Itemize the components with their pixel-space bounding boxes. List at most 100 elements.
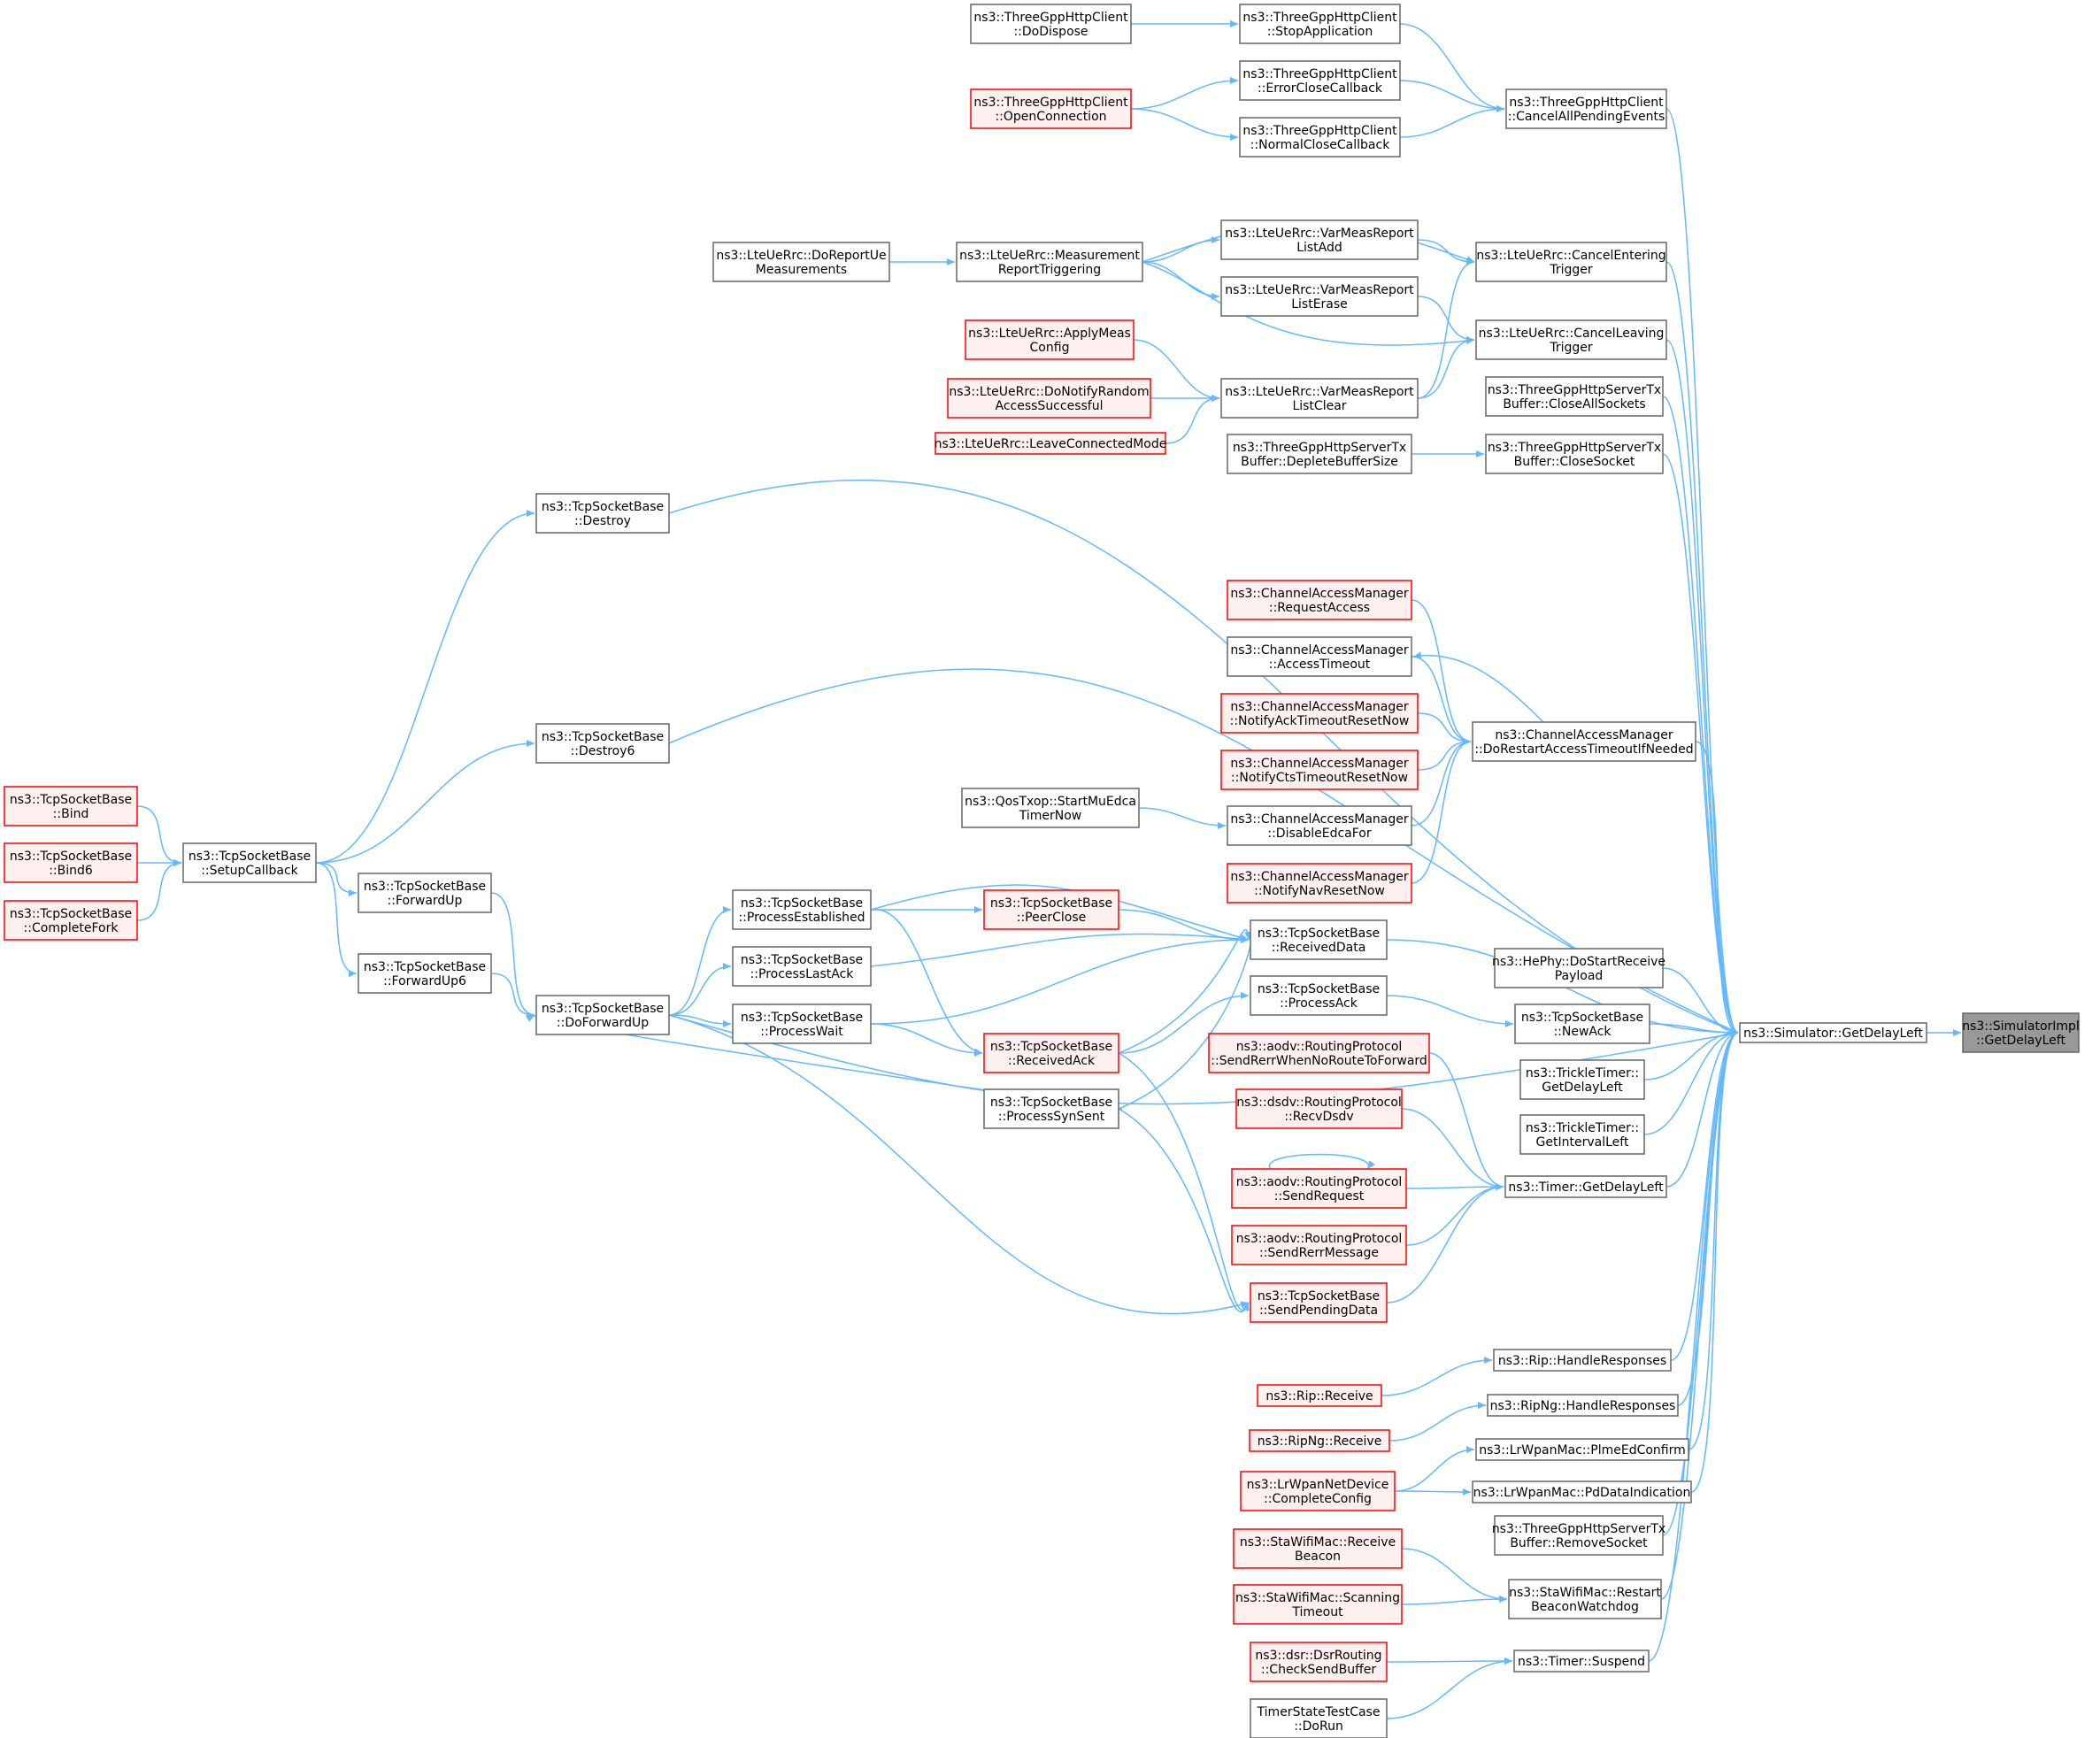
node-box[interactable] [535, 493, 670, 534]
node-box[interactable] [1250, 1642, 1388, 1682]
node-box[interactable] [1250, 919, 1388, 960]
node-box[interactable] [935, 432, 1166, 455]
node-n55[interactable]: ns3::TcpSocketBase::SendPendingData [1250, 1282, 1388, 1323]
node-n36[interactable]: ns3::TcpSocketBase::PeerClose [983, 889, 1119, 930]
node-n06[interactable]: ns3::ThreeGppHttpClient::OpenConnection [970, 88, 1132, 129]
node-box[interactable] [712, 242, 890, 282]
node-n38[interactable]: ns3::TcpSocketBase::ProcessLastAck [732, 946, 872, 987]
node-box[interactable] [1519, 1059, 1645, 1100]
node-n30[interactable]: ns3::ChannelAccessManager::NotifyAckTime… [1220, 693, 1419, 734]
node-n26[interactable]: ns3::TcpSocketBase::CompleteFork [4, 900, 138, 941]
node-box[interactable] [1485, 376, 1664, 417]
node-box[interactable] [1513, 1650, 1650, 1673]
node-box[interactable] [970, 4, 1132, 44]
node-box[interactable] [1227, 805, 1412, 846]
node-box[interactable] [965, 319, 1135, 360]
node-n53[interactable]: ns3::aodv::RoutingProtocol::SendRequest [1231, 1168, 1407, 1209]
node-box[interactable] [1240, 1471, 1396, 1511]
node-n31[interactable]: ns3::ChannelAccessManager::NotifyCtsTime… [1220, 750, 1419, 790]
node-box[interactable] [1250, 1282, 1388, 1323]
node-box[interactable] [983, 1088, 1119, 1129]
node-n67[interactable]: ns3::Timer::Suspend [1513, 1650, 1650, 1673]
node-n24[interactable]: ns3::TcpSocketBase::Bind [4, 786, 138, 827]
node-box[interactable] [983, 889, 1119, 930]
node-n35[interactable]: ns3::TcpSocketBase::ReceivedData [1250, 919, 1388, 960]
node-n37[interactable]: ns3::TcpSocketBase::ProcessEstablished [732, 889, 872, 930]
node-box[interactable] [1227, 580, 1412, 620]
node-box[interactable] [1494, 1515, 1664, 1556]
node-box[interactable] [1220, 693, 1419, 734]
node-n32[interactable]: ns3::ChannelAccessManager::DisableEdcaFo… [1227, 805, 1412, 846]
node-box[interactable] [1239, 117, 1401, 158]
node-n05[interactable]: ns3::ThreeGppHttpClient::ErrorCloseCallb… [1239, 60, 1401, 101]
node-n56[interactable]: ns3::Rip::HandleResponses [1493, 1349, 1672, 1372]
node-n57[interactable]: ns3::Rip::Receive [1257, 1384, 1382, 1407]
node-n23[interactable]: ns3::TcpSocketBase::SetupCallback [182, 842, 317, 883]
node-n34[interactable]: ns3::ChannelAccessManager::NotifyNavRese… [1227, 863, 1412, 904]
node-n10[interactable]: ns3::LteUeRrc::MeasurementReportTriggeri… [956, 242, 1143, 282]
node-n50[interactable]: ns3::Timer::GetDelayLeft [1504, 1175, 1667, 1198]
node-box[interactable] [1494, 948, 1664, 988]
node-n48[interactable]: ns3::TrickleTimer::GetDelayLeft [1519, 1059, 1645, 1100]
node-box[interactable] [1487, 1394, 1679, 1417]
node-box[interactable] [1220, 219, 1419, 260]
node-n62[interactable]: ns3::LrWpanMac::PdDataIndication [1472, 1480, 1692, 1503]
node-n41[interactable]: ns3::TcpSocketBase::ProcessSynSent [983, 1088, 1119, 1129]
node-box[interactable] [1475, 242, 1667, 282]
node-n52[interactable]: ns3::dsdv::RoutingProtocol::RecvDsdv [1235, 1088, 1403, 1129]
node-n29[interactable]: ns3::ChannelAccessManager::AccessTimeout [1227, 636, 1412, 677]
node-box[interactable] [1249, 1429, 1390, 1452]
node-box[interactable] [535, 723, 670, 764]
node-box[interactable] [1220, 276, 1419, 317]
node-n04[interactable]: ns3::ThreeGppHttpClient::DoDispose [970, 4, 1132, 44]
node-box[interactable] [1233, 1584, 1403, 1625]
node-box[interactable] [1231, 1225, 1407, 1265]
node-box[interactable] [1208, 1033, 1430, 1073]
node-n45[interactable]: ns3::TcpSocketBase::ProcessAck [1250, 975, 1388, 1016]
node-n17[interactable]: ns3::LteUeRrc::LeaveConnectedMode [935, 432, 1167, 455]
node-n58[interactable]: ns3::RipNg::HandleResponses [1487, 1394, 1679, 1417]
node-n02[interactable]: ns3::ThreeGppHttpClient::CancelAllPendin… [1505, 88, 1667, 129]
node-n63[interactable]: ns3::ThreeGppHttpServerTxBuffer::RemoveS… [1492, 1515, 1665, 1556]
node-n69[interactable]: TimerStateTestCase::DoRun [1250, 1698, 1388, 1738]
node-n01[interactable]: ns3::Simulator::GetDelayLeft [1739, 1022, 1927, 1043]
node-box[interactable] [1962, 1012, 2080, 1053]
node-box[interactable] [983, 1033, 1119, 1073]
node-box[interactable] [1475, 1438, 1689, 1461]
node-box[interactable] [1514, 1004, 1650, 1044]
node-box[interactable] [1472, 721, 1696, 762]
node-n19[interactable]: ns3::ThreeGppHttpServerTxBuffer::CloseSo… [1485, 434, 1664, 474]
node-n59[interactable]: ns3::RipNg::Receive [1249, 1429, 1390, 1452]
node-box[interactable] [970, 88, 1132, 129]
node-n54[interactable]: ns3::aodv::RoutingProtocol::SendRerrMess… [1231, 1225, 1407, 1265]
node-box[interactable] [1739, 1022, 1927, 1043]
node-n07[interactable]: ns3::ThreeGppHttpClient::NormalCloseCall… [1239, 117, 1401, 158]
node-n60[interactable]: ns3::LrWpanMac::PlmeEdConfirm [1475, 1438, 1689, 1461]
node-box[interactable] [1472, 1480, 1692, 1503]
node-n42[interactable]: ns3::TcpSocketBase::DoForwardUp [535, 995, 670, 1035]
node-n18[interactable]: ns3::ThreeGppHttpServerTxBuffer::CloseAl… [1485, 376, 1664, 417]
node-box[interactable] [535, 995, 670, 1035]
node-box[interactable] [182, 842, 317, 883]
node-n21[interactable]: ns3::TcpSocketBase::Destroy [535, 493, 670, 534]
node-box[interactable] [1250, 975, 1388, 1016]
node-n28[interactable]: ns3::ChannelAccessManager::RequestAccess [1227, 580, 1412, 620]
node-n39[interactable]: ns3::TcpSocketBase::ProcessWait [732, 1004, 872, 1044]
node-n51[interactable]: ns3::aodv::RoutingProtocol::SendRerrWhen… [1208, 1033, 1430, 1073]
node-box[interactable] [1505, 88, 1667, 129]
node-n22[interactable]: ns3::TcpSocketBase::Destroy6 [535, 723, 670, 764]
node-box[interactable] [1250, 1698, 1388, 1738]
node-box[interactable] [732, 1004, 872, 1044]
node-box[interactable] [1508, 1579, 1662, 1619]
node-n27[interactable]: ns3::ChannelAccessManager::DoRestartAcce… [1472, 721, 1696, 762]
node-box[interactable] [1231, 1168, 1407, 1209]
node-box[interactable] [4, 842, 138, 883]
node-n44[interactable]: ns3::TcpSocketBase::ForwardUp6 [358, 953, 492, 994]
node-box[interactable] [1493, 1349, 1672, 1372]
node-box[interactable] [956, 242, 1143, 282]
